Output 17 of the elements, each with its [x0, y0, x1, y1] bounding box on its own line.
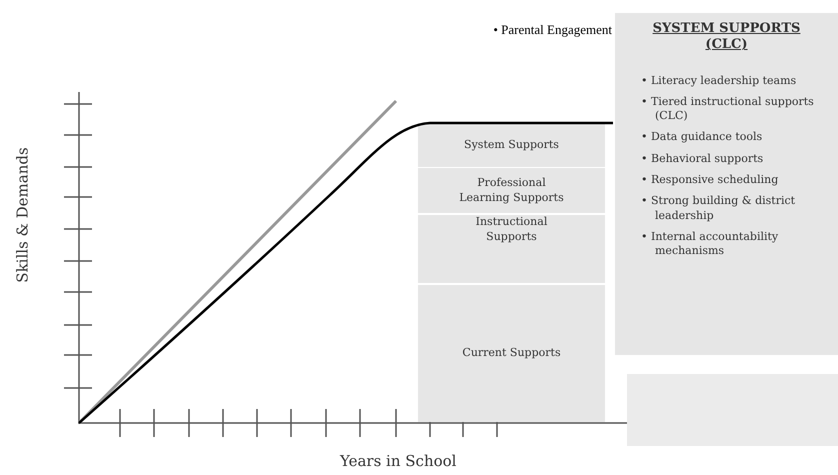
bullet-item: • Behavioral supports [641, 152, 764, 166]
bullet-item: • Responsive scheduling [641, 172, 780, 188]
support-band: Current Supports [418, 285, 605, 422]
support-band: Professional Learning Supports [418, 168, 605, 213]
axis-title: Years in School [340, 452, 456, 470]
support-band: Instructional Supports [418, 215, 605, 283]
bullet-item: • Internal accountability mechanisms [641, 230, 780, 258]
panel-heading: SYSTEM SUPPORTS (CLC) [652, 21, 802, 54]
axis-title: Skills & Demands [13, 147, 32, 283]
bullet-item: • Literacy leadership teams [641, 74, 798, 88]
support-band: System Supports [418, 124, 605, 167]
bullet-item: • Data guidance tools [641, 130, 764, 145]
bullet-note: • Parental Engagement [492, 22, 612, 38]
info-panel [615, 13, 838, 355]
empty-box [627, 374, 838, 446]
bullet-item: • Strong building & district leadership [641, 194, 796, 223]
bullet-item: • Tiered instructional supports (CLC) [641, 94, 815, 124]
